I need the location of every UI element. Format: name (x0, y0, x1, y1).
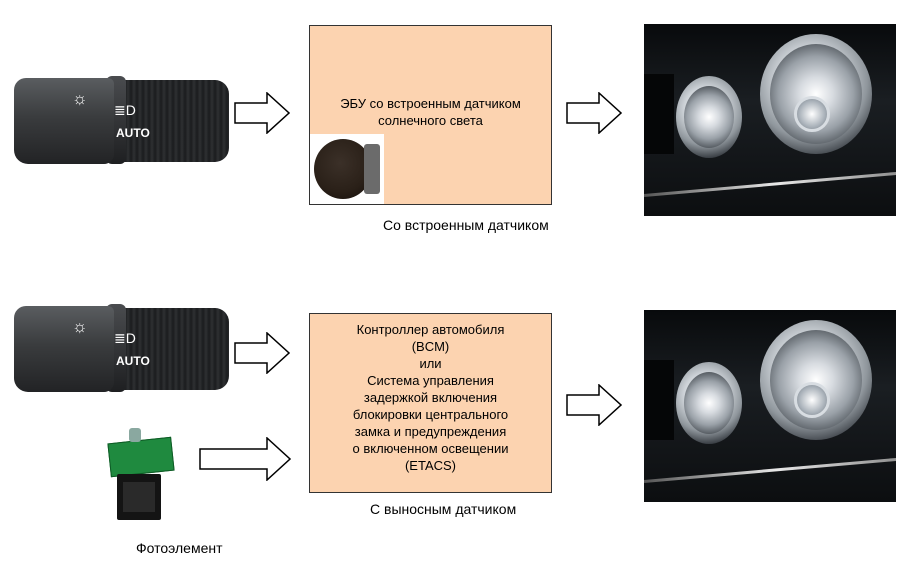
photocell-sensor (103, 426, 183, 536)
auto-label: AUTO (116, 126, 150, 140)
photocell-label: Фотоэлемент (136, 540, 223, 556)
light-switch-stalk-top: ☼ ≣D AUTO (14, 74, 229, 166)
light-symbol-icon: ☼ (72, 89, 88, 108)
sun-sensor (314, 139, 372, 199)
arrow-right-icon (199, 437, 291, 481)
sun-sensor-photo (310, 134, 384, 204)
headlamp-symbol-icon: ≣D (114, 330, 136, 346)
arrow-right-icon (234, 332, 290, 374)
caption-remote-sensor: С выносным датчиком (370, 501, 517, 517)
ecu-box-text: ЭБУ со встроенным датчиком солнечного св… (340, 96, 521, 128)
headlamp-photo-bottom (644, 310, 896, 502)
light-symbol-icon: ☼ (72, 317, 88, 336)
auto-label: AUTO (116, 354, 150, 368)
light-switch-stalk-bottom: ☼ ≣D AUTO (14, 302, 229, 394)
arrow-right-icon (566, 384, 622, 426)
headlamp-symbol-icon: ≣D (114, 102, 136, 118)
arrow-right-icon (234, 92, 290, 134)
headlamp-photo-top (644, 24, 896, 216)
arrow-right-icon (566, 92, 622, 134)
caption-builtin-sensor: Со встроенным датчиком (383, 217, 549, 233)
ecu-box-remote-sensor: Контроллер автомобиля (BCM) или Система … (309, 313, 552, 493)
ecu-box-text: Контроллер автомобиля (BCM) или Система … (352, 322, 509, 473)
ecu-box-builtin-sensor: ЭБУ со встроенным датчиком солнечного св… (309, 25, 552, 205)
